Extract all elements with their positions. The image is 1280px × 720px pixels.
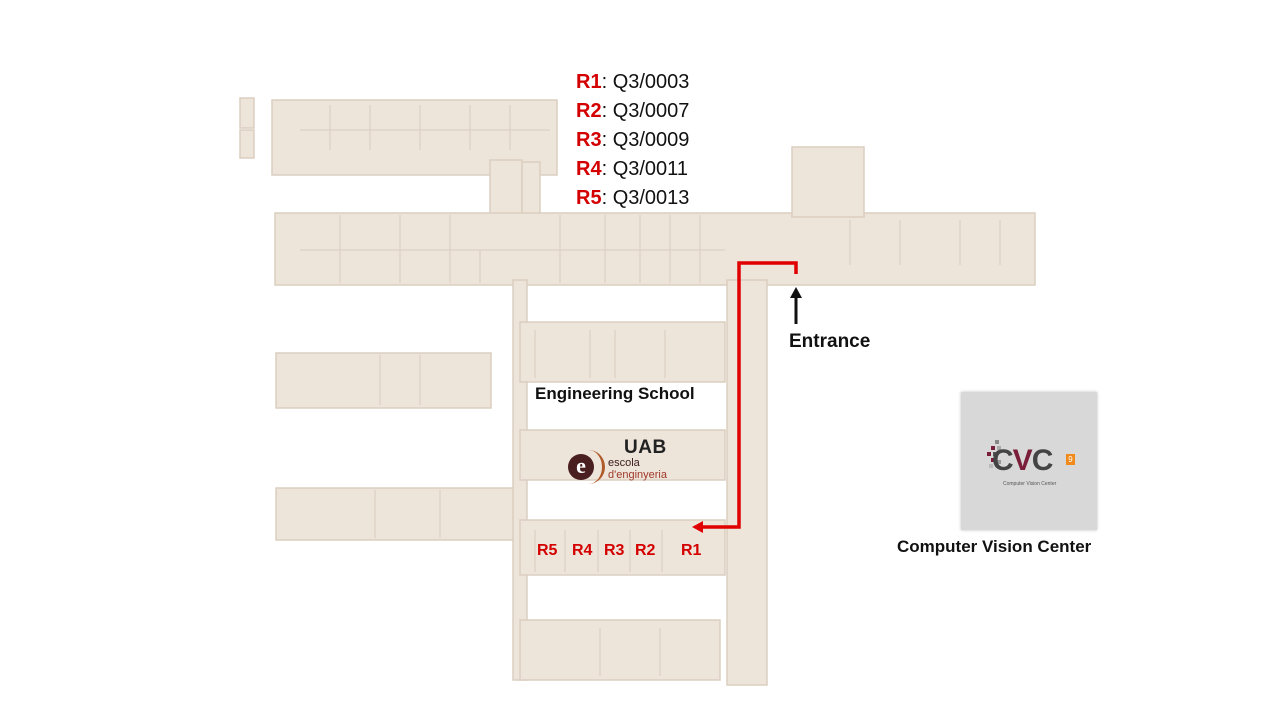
logo-e-mark: e [568, 454, 594, 480]
entrance-label: Entrance [789, 331, 871, 352]
room-legend: R1: Q3/0003 R2: Q3/0007 R3: Q3/0009 R4: … [576, 68, 689, 213]
cvc-logo-box: CVC 9 Computer Vision Center [961, 392, 1097, 530]
interior-walls [300, 105, 1001, 676]
cvc-tagline: Computer Vision Center [1003, 481, 1057, 487]
engineering-school-label: Engineering School [535, 384, 695, 403]
logo-arc-icon [572, 450, 605, 484]
uab-logo: UAB [624, 437, 667, 458]
route-arrowhead-icon [692, 521, 703, 533]
legend-row: R3: Q3/0009 [576, 129, 690, 151]
room-label-r1: R1 [681, 542, 702, 559]
room-label-r4: R4 [572, 542, 593, 559]
room-label-r5: R5 [537, 542, 558, 559]
route-path [700, 261, 798, 529]
legend-row: R2: Q3/0007 [576, 100, 690, 122]
legend-row: R1: Q3/0003 [576, 71, 690, 93]
room-label-r2: R2 [635, 542, 656, 559]
legend-row: R5: Q3/0013 [576, 187, 690, 209]
cvc-wordmark: CVC [992, 444, 1053, 477]
entrance-arrowhead-icon [790, 287, 802, 298]
building-footprint [239, 97, 1036, 686]
computer-vision-center-label: Computer Vision Center [897, 537, 1092, 556]
legend-row: R4: Q3/0011 [576, 158, 688, 180]
cvc-pixel-mark-icon [987, 440, 1001, 468]
logo-text: escola d'enginyeria [608, 457, 667, 481]
cvc-badge: 9 [1066, 454, 1075, 465]
room-label-r3: R3 [604, 542, 625, 559]
